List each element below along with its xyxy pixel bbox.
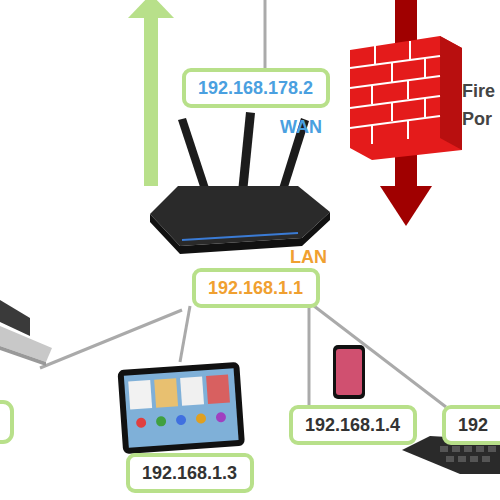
ip-address: 192.168.1.4: [305, 415, 400, 435]
firewall-wall: [350, 36, 462, 160]
uplink-line: [264, 0, 267, 68]
link-line: [40, 310, 182, 368]
outbound-arrow-head: [128, 0, 174, 18]
ip-address: 192: [458, 415, 488, 435]
address-box-edge: [0, 402, 12, 442]
ip-address: 192.168.1.3: [142, 463, 237, 483]
phone: [333, 345, 365, 399]
label-text: Por: [462, 108, 492, 130]
link-line: [314, 306, 446, 407]
laptop: [0, 300, 52, 366]
router: [150, 112, 330, 254]
label-text: LAN: [290, 246, 327, 268]
label-text: Fire: [462, 80, 495, 102]
ip-address: 192.168.1.1: [208, 278, 303, 298]
label-text: WAN: [280, 116, 322, 138]
ip-address: 192.168.178.2: [198, 78, 313, 98]
blocked-arrow-head: [380, 186, 432, 226]
tablet: [117, 362, 245, 454]
address-box: 192.168.1.4: [289, 405, 417, 445]
address-box: 192.168.1.3: [126, 453, 254, 493]
outbound-arrow: [144, 14, 158, 186]
address-box: 192.168.178.2: [182, 68, 330, 108]
link-line: [180, 306, 190, 362]
address-box: 192.168.1.1: [192, 268, 320, 308]
address-box: 192: [442, 405, 500, 445]
link-line: [309, 308, 310, 405]
